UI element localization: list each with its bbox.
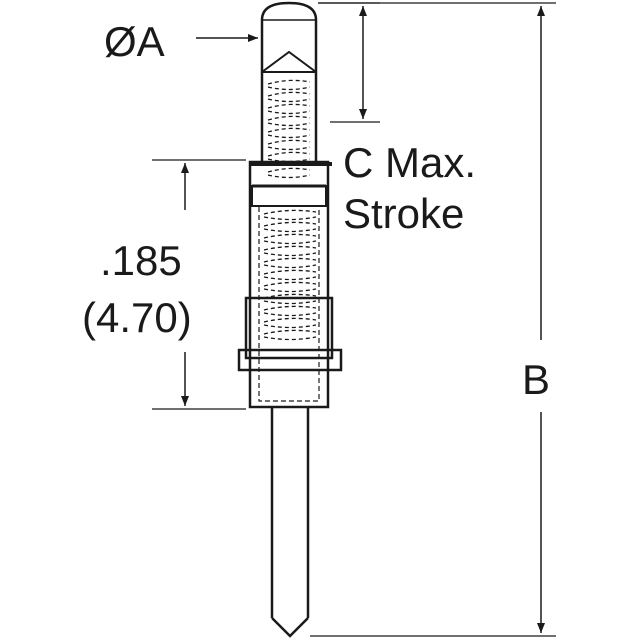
spring-coil: [267, 151, 311, 163]
tail-pin: [270, 407, 310, 638]
spring-coil: [263, 221, 317, 233]
spring-coil: [263, 269, 317, 281]
spring-coil: [263, 317, 317, 329]
spring-coil: [263, 305, 317, 317]
stroke-label-line1: C Max.: [343, 139, 476, 186]
spring-coil: [263, 245, 317, 257]
overall-length-label: B: [522, 356, 550, 403]
spring-coil: [263, 281, 317, 293]
overall-length-dimension: [310, 2, 556, 637]
barrel: [237, 160, 343, 409]
spring-coil: [267, 103, 311, 115]
stroke-dimension: [318, 2, 380, 123]
barrel-length-mm: (4.70): [82, 294, 192, 341]
spring-coil: [263, 233, 317, 245]
spring-coil: [267, 91, 311, 103]
barrel-length-inch: .185: [100, 237, 182, 284]
spring-coil: [267, 115, 311, 127]
plunger: [260, 1, 318, 162]
diameter-label: ØA: [104, 18, 165, 65]
spring-coil: [267, 167, 311, 179]
spring-coil: [263, 257, 317, 269]
spring-coil: [267, 139, 311, 151]
spring: [263, 79, 317, 341]
spring-coil: [267, 79, 311, 91]
spring-coil: [267, 127, 311, 139]
stroke-label-line2: Stroke: [343, 190, 464, 237]
barrel-length-dimension: [152, 159, 246, 410]
spring-coil: [263, 209, 317, 221]
spring-coil: [263, 329, 317, 341]
